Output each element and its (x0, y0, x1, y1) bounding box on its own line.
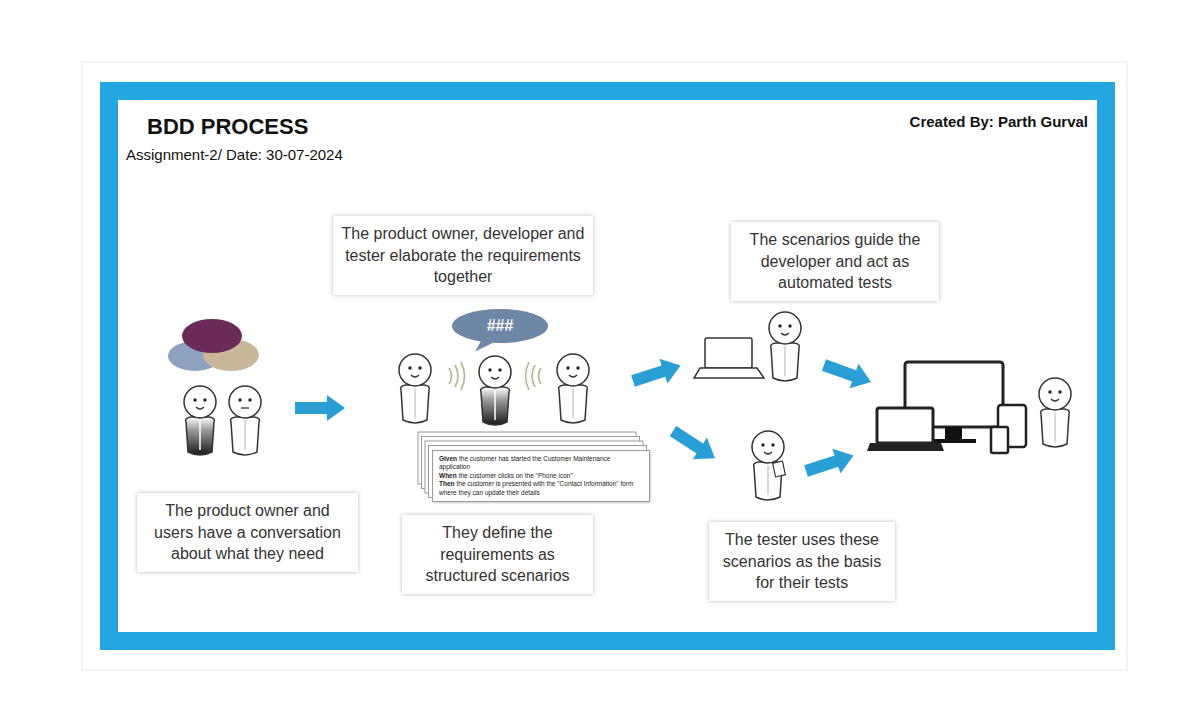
diagram-title: BDD PROCESS (147, 114, 308, 140)
caption-text: The product owner, developer and tester … (341, 223, 585, 288)
step-text: the customer clicks on the "Phone icon" (459, 472, 573, 479)
step-keyword: Then (439, 480, 455, 487)
caption-box: The scenarios guide the developer and ac… (731, 222, 939, 301)
scenario-card: Giventhe customer has started the Custom… (432, 450, 650, 502)
step-keyword: When (439, 472, 457, 479)
caption-text: They define the requirements as structur… (410, 522, 585, 587)
developer-group (694, 312, 801, 381)
conversation-group (168, 319, 261, 455)
discussion-group (399, 354, 589, 425)
assignment-date: Assignment-2/ Date: 30-07-2024 (126, 146, 343, 163)
caption-box: The product owner and users have a conve… (137, 493, 358, 572)
tester-group (752, 431, 785, 500)
page-border (82, 62, 1127, 670)
caption-box: The product owner, developer and tester … (333, 216, 593, 295)
caption-box: The tester uses these scenarios as the b… (709, 522, 895, 601)
step-text: the customer has started the Customer Ma… (439, 455, 610, 470)
caption-text: The product owner and users have a conve… (145, 500, 350, 565)
caption-text: The tester uses these scenarios as the b… (717, 529, 887, 594)
caption-box: They define the requirements as structur… (402, 515, 593, 594)
blue-frame (109, 91, 1106, 641)
author-credit: Created By: Parth Gurval (910, 113, 1088, 130)
speech-bubble: ### (452, 309, 548, 343)
bubble-text: ### (487, 317, 514, 335)
caption-text: The scenarios guide the developer and ac… (739, 229, 931, 294)
devices-group (867, 362, 1071, 453)
step-text: the customer is presented with the "Cont… (439, 480, 633, 495)
step-keyword: Given (439, 455, 457, 462)
